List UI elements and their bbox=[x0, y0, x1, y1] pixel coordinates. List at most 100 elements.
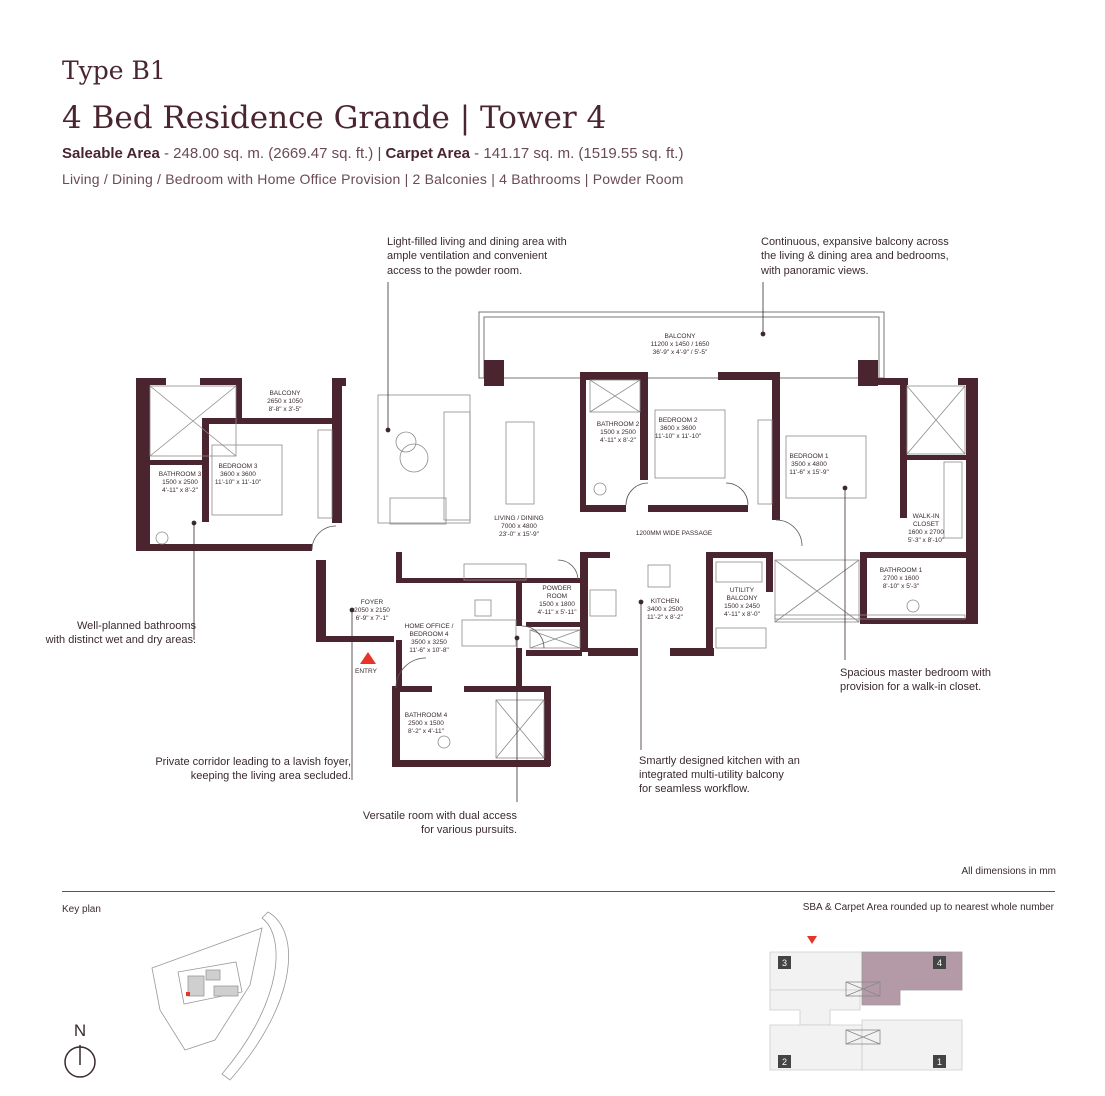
room-powder-name: POWDER bbox=[542, 585, 572, 592]
room-bathroom3-ft: 4'-11" x 8'-2" bbox=[162, 487, 199, 494]
room-foyer-ft: 6'-9" x 7'-1" bbox=[356, 615, 389, 622]
room-utility-mm: 1500 x 2450 bbox=[724, 603, 760, 610]
unit-badge-3: 3 bbox=[782, 958, 787, 968]
callout-master-line2: provision for a walk-in closet. bbox=[840, 681, 981, 693]
room-balcony-small-name: BALCONY bbox=[269, 390, 301, 397]
carpet-area-label: Carpet Area bbox=[385, 145, 471, 162]
room-entry-label: ENTRY bbox=[355, 668, 378, 675]
room-utility-ft: 4'-11" x 8'-0" bbox=[724, 611, 761, 618]
plan-type-title: Type B1 bbox=[62, 56, 166, 85]
callout-kitchen-line3: for seamless workflow. bbox=[639, 783, 750, 795]
room-living-name: LIVING / DINING bbox=[494, 515, 543, 522]
room-bedroom3-ft: 11'-10" x 11'-10" bbox=[215, 479, 262, 486]
north-arrow-icon bbox=[64, 1045, 96, 1078]
divider bbox=[62, 891, 1055, 892]
room-office-name: HOME OFFICE / bbox=[405, 623, 454, 630]
rounding-note: SBA & Carpet Area rounded up to nearest … bbox=[802, 902, 1054, 913]
room-walkin-mm: 1600 x 2700 bbox=[908, 529, 944, 536]
callout-corridor-line2: keeping the living area secluded. bbox=[191, 770, 351, 782]
key-plan-site-sketch bbox=[151, 911, 290, 1081]
room-kitchen-mm: 3400 x 2500 bbox=[647, 606, 683, 613]
key-plan-entry-marker-icon bbox=[807, 936, 817, 944]
key-plan-site-marker-icon bbox=[186, 992, 190, 996]
room-balcony-small-ft: 8'-8" x 3'-5" bbox=[269, 406, 302, 413]
callouts: Light-filled living and dining area with… bbox=[45, 236, 991, 836]
key-plan-label: Key plan bbox=[62, 904, 101, 915]
callout-balcony-line3: with panoramic views. bbox=[760, 265, 869, 277]
carpet-area-value: - 141.17 sq. m. (1519.55 sq. ft.) bbox=[470, 145, 684, 162]
room-kitchen-name: KITCHEN bbox=[651, 598, 680, 605]
saleable-area-label: Saleable Area bbox=[62, 145, 160, 162]
room-bathroom2-mm: 1500 x 2500 bbox=[600, 429, 636, 436]
room-bedroom3-mm: 3600 x 3600 bbox=[220, 471, 256, 478]
room-powder-name2: ROOM bbox=[547, 593, 567, 600]
room-bathroom4-ft: 8'-2" x 4'-11" bbox=[408, 728, 445, 735]
room-utility-name: UTILITY bbox=[730, 587, 755, 594]
room-bedroom2-ft: 11'-10" x 11'-10" bbox=[655, 433, 702, 440]
callout-bathrooms-line2: with distinct wet and dry areas. bbox=[45, 634, 196, 646]
unit-badge-2: 2 bbox=[782, 1057, 787, 1067]
north-label: N bbox=[74, 1021, 86, 1040]
room-bathroom4-mm: 2500 x 1500 bbox=[408, 720, 444, 727]
callout-office-line1: Versatile room with dual access bbox=[363, 810, 518, 822]
room-walkin-name2: CLOSET bbox=[913, 521, 939, 528]
room-balcony-main-mm: 11200 x 1450 / 1650 bbox=[651, 341, 710, 348]
callout-bathrooms-line1: Well-planned bathrooms bbox=[77, 620, 197, 632]
room-bedroom3-name: BEDROOM 3 bbox=[218, 463, 257, 470]
room-bathroom1-ft: 8'-10" x 5'-3" bbox=[883, 583, 920, 590]
room-bathroom3-mm: 1500 x 2500 bbox=[162, 479, 198, 486]
room-powder-mm: 1500 x 1800 bbox=[539, 601, 575, 608]
callout-balcony-line1: Continuous, expansive balcony across bbox=[761, 236, 949, 248]
room-bedroom1-ft: 11'-6" x 15'-9" bbox=[789, 469, 829, 476]
callout-bathrooms: Well-planned bathrooms with distinct wet … bbox=[45, 620, 197, 646]
room-bathroom3-name: BATHROOM 3 bbox=[159, 471, 202, 478]
room-foyer-mm: 2050 x 2150 bbox=[354, 607, 390, 614]
balcony-outline bbox=[478, 311, 885, 379]
callout-kitchen-line1: Smartly designed kitchen with an bbox=[639, 755, 800, 767]
room-bedroom1-name: BEDROOM 1 bbox=[789, 453, 828, 460]
saleable-area-value: - 248.00 sq. m. (2669.47 sq. ft.) | bbox=[159, 145, 386, 162]
unit-badge-1: 1 bbox=[937, 1057, 942, 1067]
room-office-name2: BEDROOM 4 bbox=[409, 631, 448, 638]
key-plan-tower-diagram bbox=[769, 936, 963, 1071]
callout-corridor: Private corridor leading to a lavish foy… bbox=[155, 756, 351, 782]
entry-marker-icon bbox=[360, 652, 376, 664]
room-powder-ft: 4'-11" x 5'-11" bbox=[537, 609, 577, 616]
room-bedroom1-mm: 3500 x 4800 bbox=[791, 461, 827, 468]
unit-badge-4: 4 bbox=[937, 958, 942, 968]
walls bbox=[136, 360, 978, 767]
features-line: Living / Dining / Bedroom with Home Offi… bbox=[62, 171, 684, 187]
dimensions-note: All dimensions in mm bbox=[961, 866, 1056, 877]
callout-master: Spacious master bedroom with provision fo… bbox=[840, 667, 991, 693]
callout-master-line1: Spacious master bedroom with bbox=[840, 667, 991, 679]
room-bathroom1-mm: 2700 x 1600 bbox=[883, 575, 919, 582]
page-title: 4 Bed Residence Grande | Tower 4 bbox=[62, 100, 607, 136]
callout-leaders bbox=[191, 282, 848, 802]
room-living-ft: 23'-0" x 15'-9" bbox=[499, 531, 540, 538]
room-balcony-main-name: BALCONY bbox=[664, 333, 696, 340]
room-utility-name2: BALCONY bbox=[726, 595, 758, 602]
room-office-mm: 3500 x 3250 bbox=[411, 639, 447, 646]
area-summary: Saleable Area - 248.00 sq. m. (2669.47 s… bbox=[62, 145, 683, 162]
room-foyer-name: FOYER bbox=[361, 599, 384, 606]
room-bathroom2-name: BATHROOM 2 bbox=[597, 421, 640, 428]
